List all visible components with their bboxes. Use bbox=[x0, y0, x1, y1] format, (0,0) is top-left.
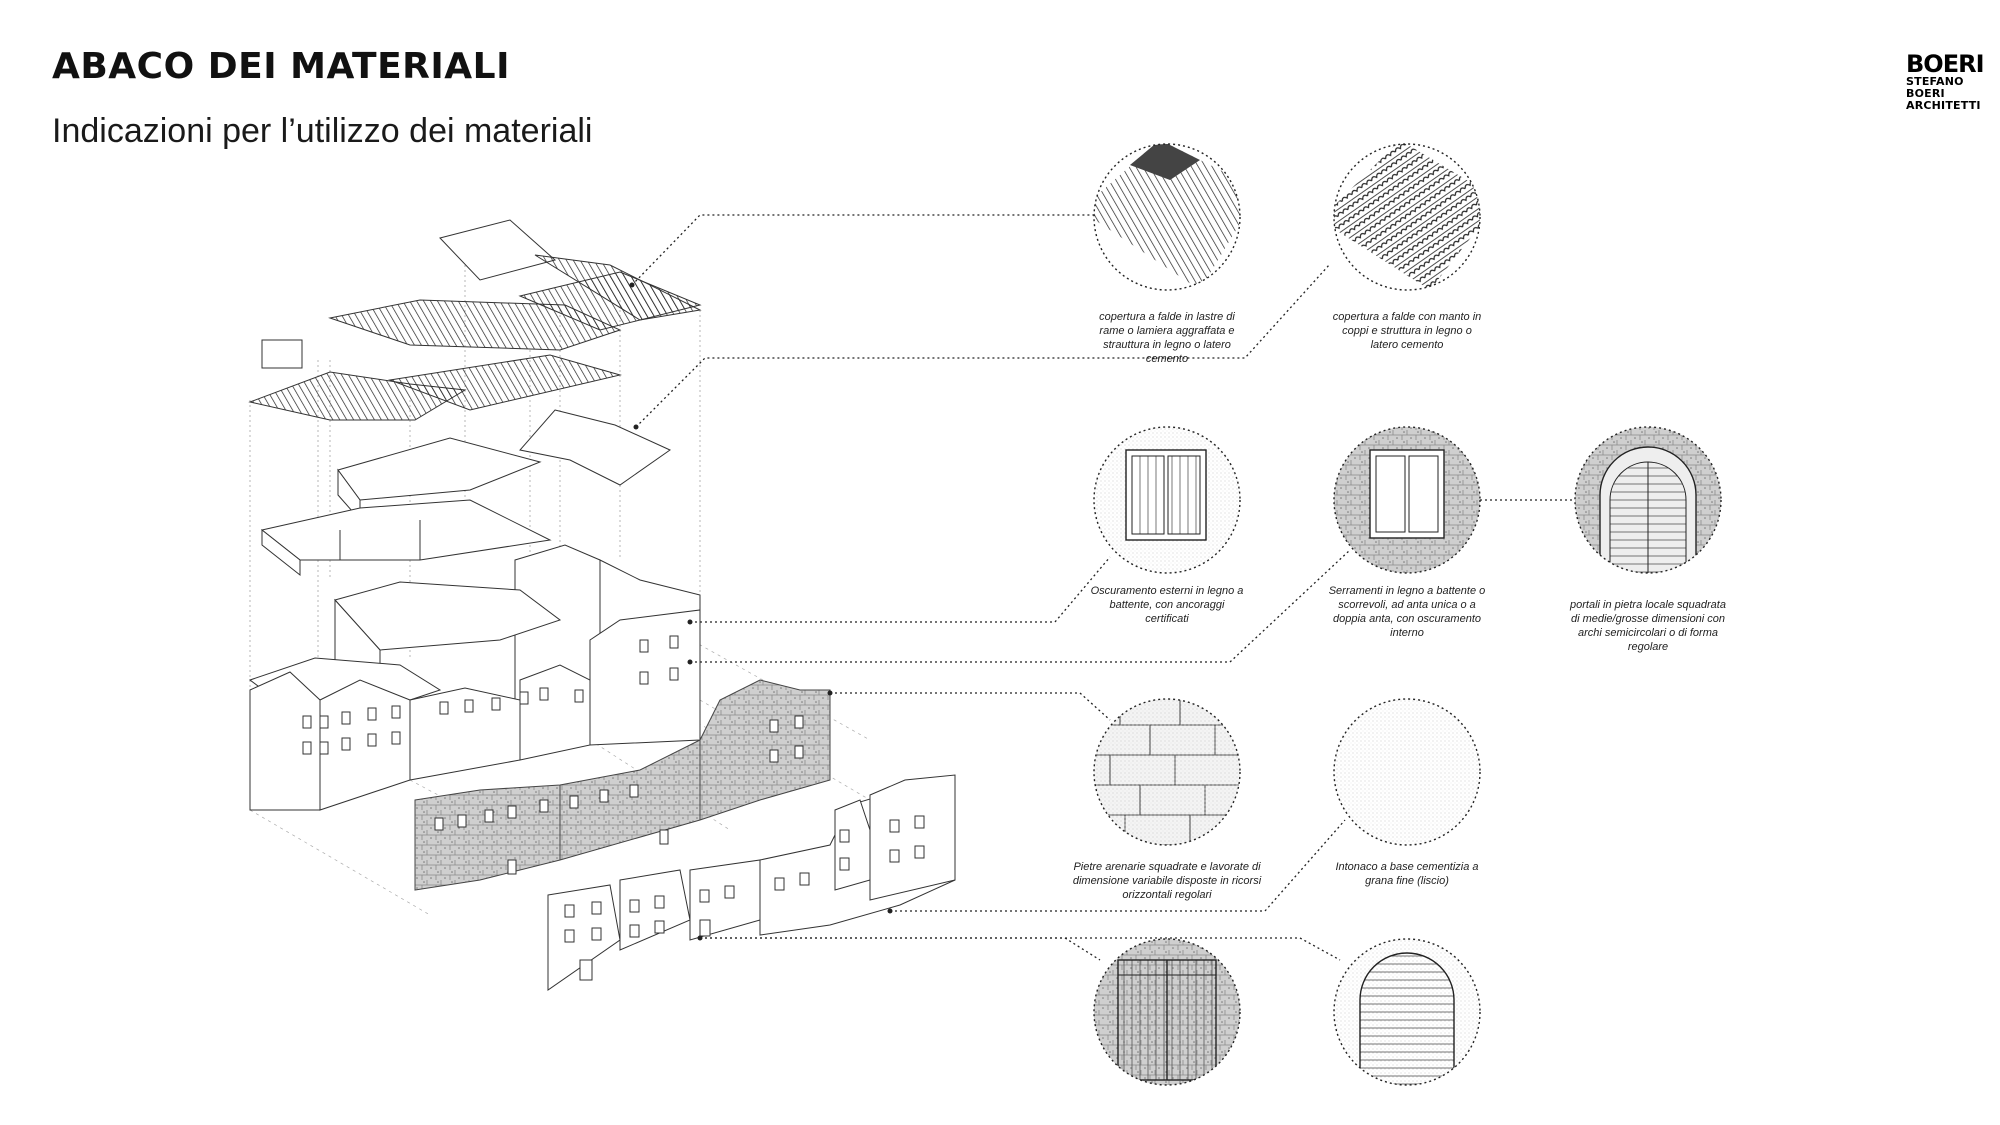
caption-roof-copper: copertura a falde in lastre di rame o la… bbox=[1099, 311, 1235, 365]
page-subtitle: Indicazioni per l’utilizzo dei materiali bbox=[52, 112, 593, 150]
material-swatch-windows bbox=[1334, 427, 1480, 573]
material-swatch-roof-tiles bbox=[1334, 144, 1480, 290]
material-swatch-wood-door bbox=[1094, 939, 1240, 1085]
building-axonometric bbox=[248, 219, 956, 991]
page-title: ABACO DEI MATERIALI bbox=[52, 46, 510, 87]
caption-shutters: Oscuramento esterni in legno a battente,… bbox=[1090, 585, 1244, 625]
material-swatch-stone-portal bbox=[1575, 427, 1721, 573]
logo-line-3: ARCHITETTI bbox=[1906, 99, 1981, 112]
caption-plaster: Intonaco a base cementizia a grana fine … bbox=[1335, 861, 1479, 887]
logo-line-2: BOERI bbox=[1906, 87, 1945, 100]
material-swatch-roof-copper bbox=[1094, 144, 1240, 290]
leader-lines bbox=[631, 214, 1575, 961]
logo-mark: BOERI bbox=[1906, 50, 1985, 78]
material-swatch-plaster bbox=[1334, 699, 1480, 845]
caption-roof-tiles: copertura a falde con manto in coppi e s… bbox=[1332, 311, 1482, 351]
caption-windows: Serramenti in legno a battente o scorrev… bbox=[1328, 585, 1486, 639]
caption-sandstone: Pietre arenarie squadrate e lavorate di … bbox=[1072, 861, 1262, 901]
material-swatch-sandstone bbox=[1094, 699, 1240, 845]
boeri-logo: BOERI STEFANO BOERI ARCHITETTI bbox=[1906, 52, 1986, 112]
material-swatch-arched-door bbox=[1334, 939, 1480, 1085]
caption-stone-portal: portali in pietra locale squadrata di me… bbox=[1570, 599, 1726, 653]
material-swatch-shutters bbox=[1094, 427, 1240, 573]
logo-line-1: STEFANO bbox=[1906, 75, 1964, 88]
